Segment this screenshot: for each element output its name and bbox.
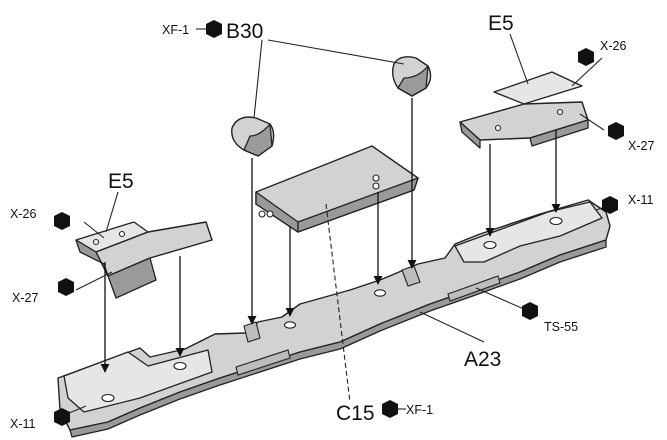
label-ts55: TS-55 bbox=[544, 320, 578, 334]
assembly-arrows bbox=[100, 98, 561, 373]
label-xf1-top: XF-1 bbox=[162, 23, 189, 37]
part-b30-right bbox=[391, 56, 432, 97]
hex-paint-swatch-icon bbox=[382, 400, 398, 418]
label-b30: B30 bbox=[226, 20, 263, 43]
hex-paint-swatch-icon bbox=[522, 302, 538, 320]
label-x27-left: X-27 bbox=[12, 291, 38, 305]
hex-paint-swatch-icon bbox=[602, 196, 618, 214]
label-x26-right: X-26 bbox=[600, 39, 626, 53]
label-a23: A23 bbox=[464, 348, 501, 371]
bracket-e5-right bbox=[459, 71, 589, 149]
hex-paint-swatch-icon bbox=[58, 278, 74, 296]
hex-paint-swatch-icon bbox=[206, 20, 222, 38]
labels: XF-1 B30 E5 X-26 X-27 X-11 E5 X-26 X-27 … bbox=[10, 12, 654, 431]
hex-paint-swatch-icon bbox=[54, 212, 70, 230]
label-e5-right: E5 bbox=[488, 12, 514, 35]
chassis-plate-a23 bbox=[57, 199, 611, 438]
bracket-e5-left bbox=[75, 221, 213, 299]
label-e5-left: E5 bbox=[108, 170, 134, 193]
label-x11-right: X-11 bbox=[628, 193, 654, 207]
label-c15: C15 bbox=[336, 402, 375, 425]
label-x27-right: X-27 bbox=[628, 139, 654, 153]
hex-paint-swatch-icon bbox=[54, 408, 70, 426]
cover-plate-c15 bbox=[255, 145, 419, 233]
label-xf1-bottom: XF-1 bbox=[406, 403, 433, 417]
hex-paint-markers bbox=[54, 20, 624, 426]
hex-paint-swatch-icon bbox=[578, 48, 594, 66]
label-x11-left: X-11 bbox=[10, 417, 36, 431]
part-b30-left bbox=[231, 116, 275, 157]
hex-paint-swatch-icon bbox=[608, 122, 624, 140]
label-x26-left: X-26 bbox=[10, 207, 36, 221]
